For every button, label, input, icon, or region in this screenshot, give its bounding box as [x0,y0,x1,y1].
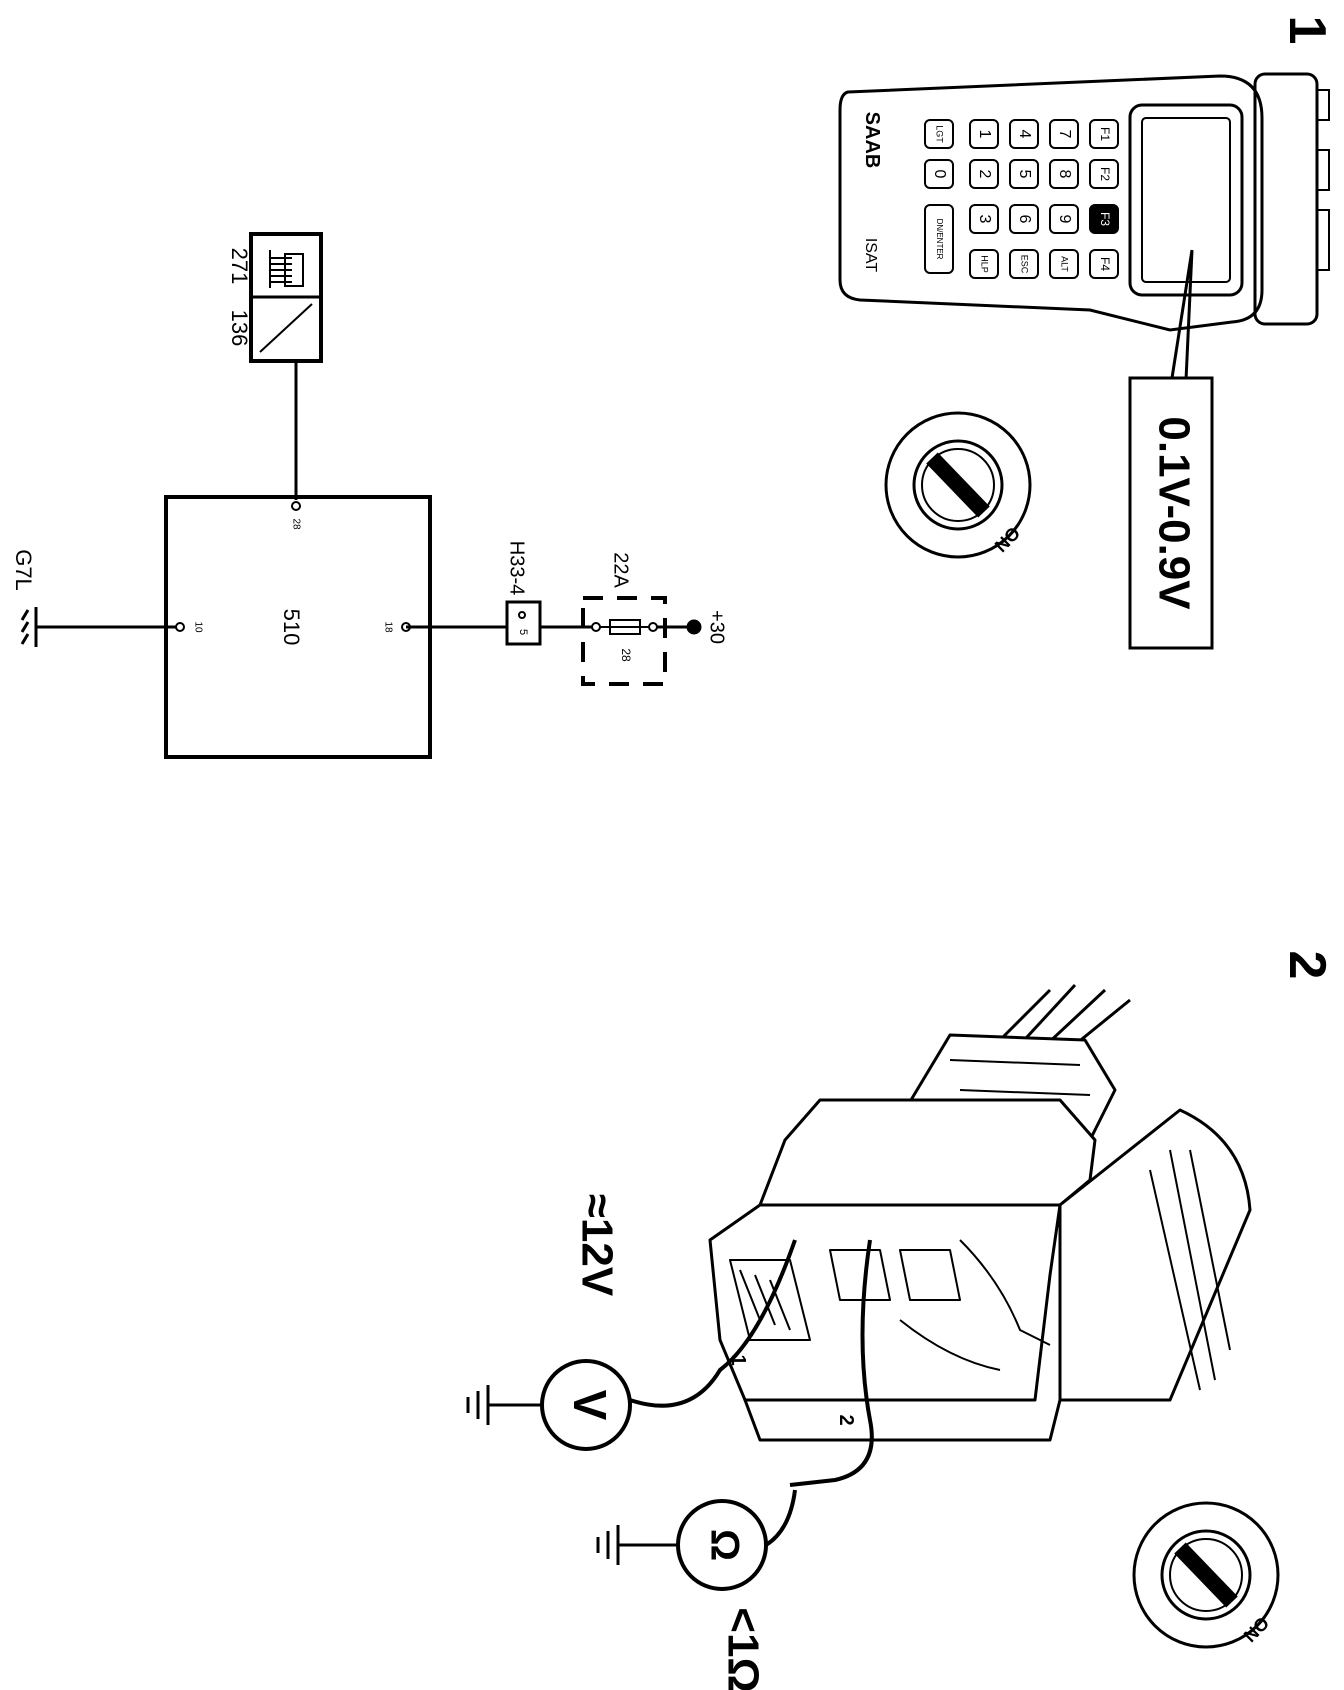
svg-text:5: 5 [1016,170,1033,179]
key: 7 [1049,119,1079,149]
svg-text:0: 0 [931,170,948,179]
connector-body [758,1098,1097,1207]
wiring-connector-illustration [708,983,1252,1442]
fuse-label: 22A [610,552,632,588]
reading-box [1128,376,1214,650]
key: 1 [969,119,999,149]
fuse-number-label: 28 [619,648,633,662]
reading-callout [1128,249,1214,650]
probe-wires [629,1239,874,1487]
pin-supply-label: 18 [382,621,393,633]
pin-sensor-label: 28 [290,518,301,530]
voltmeter-symbol: V [564,1390,616,1421]
svg-text:8: 8 [1056,170,1073,179]
key: F1 [1089,119,1119,149]
ground-label: G7L [11,549,36,591]
svg-text:9: 9 [1056,215,1073,224]
ground-icon [20,607,38,647]
tester-model: ISAT [862,238,879,273]
ohmmeter-symbol: Ω [702,1529,746,1561]
svg-text:HLP: HLP [980,255,990,273]
key-slot-icon [1174,1542,1238,1608]
probe-wire-1 [629,1239,797,1408]
key: 4 [1009,119,1039,149]
svg-text:3: 3 [976,215,993,224]
key: HLP [969,249,999,279]
tester-brand: SAAB [861,112,883,169]
probe-wire-2 [789,1239,874,1487]
key: F4 [1089,249,1119,279]
key: 6 [1009,204,1039,234]
svg-text:1: 1 [976,130,993,139]
sensor-label-b: 136 [227,310,252,347]
wire-1-label: 1 [727,1354,749,1365]
voltmeter [466,1359,632,1451]
fuse-box [581,596,667,686]
svg-text:LGT: LGT [935,125,945,143]
key: 3 [969,204,999,234]
ground-icon [596,1525,620,1565]
connector-pin-label: 5 [517,629,529,635]
ignition-switch-2 [1132,1501,1280,1649]
key: LGT [924,119,954,149]
tester-display-screen [1141,117,1231,283]
key-slot-icon [926,452,990,518]
step-number-1: 1 [1278,16,1336,45]
supply-label: +30 [706,610,728,644]
key: ESC [1009,249,1039,279]
key: ALT [1049,249,1079,279]
voltmeter-value: ≈12V [572,1194,621,1297]
pin-ground-label: 10 [192,621,203,633]
svg-text:ALT: ALT [1060,256,1070,272]
key: 9 [1049,204,1079,234]
svg-text:F4: F4 [1098,257,1112,271]
svg-text:F3: F3 [1098,212,1112,226]
svg-text:6: 6 [1016,215,1033,224]
svg-text:DN/ENTER: DN/ENTER [935,219,944,260]
connector-label: H33-4 [506,541,528,595]
tester-module [1253,72,1319,326]
sensor-label-a: 271 [227,248,252,285]
ohmmeter [596,1489,797,1591]
svg-text:4: 4 [1016,130,1033,139]
tester-display-frame [1128,103,1244,297]
key: 5 [1009,159,1039,189]
coil-icon [269,250,304,288]
connector-h33-4 [505,600,542,646]
svg-text:7: 7 [1056,130,1073,139]
ecu-label: 510 [279,609,304,646]
key: F2 [1089,159,1119,189]
wire-2-label: 2 [835,1414,857,1425]
ground-icon [466,1385,490,1425]
svg-text:F2: F2 [1098,167,1112,181]
ohmmeter-value: <1Ω [718,1607,767,1690]
reading-value: 0.1V-0.9V [1149,416,1198,610]
tester-body [838,74,1264,332]
svg-text:ESC: ESC [1020,255,1030,274]
key: F3 [1089,204,1119,234]
key: 2 [969,159,999,189]
key: 8 [1049,159,1079,189]
svg-text:2: 2 [976,170,993,179]
key: 0 [924,159,954,189]
svg-text:F1: F1 [1098,127,1112,141]
ignition-switch-1 [884,411,1032,559]
key: DN/ENTER [924,204,954,274]
tester-keypad: F1 F2 F3 F4 7 8 9 ALT 4 5 6 ESC 1 2 3 HL… [924,119,1119,279]
isat-tester [838,72,1330,332]
schematic [20,232,702,759]
step-number-2: 2 [1278,951,1336,980]
